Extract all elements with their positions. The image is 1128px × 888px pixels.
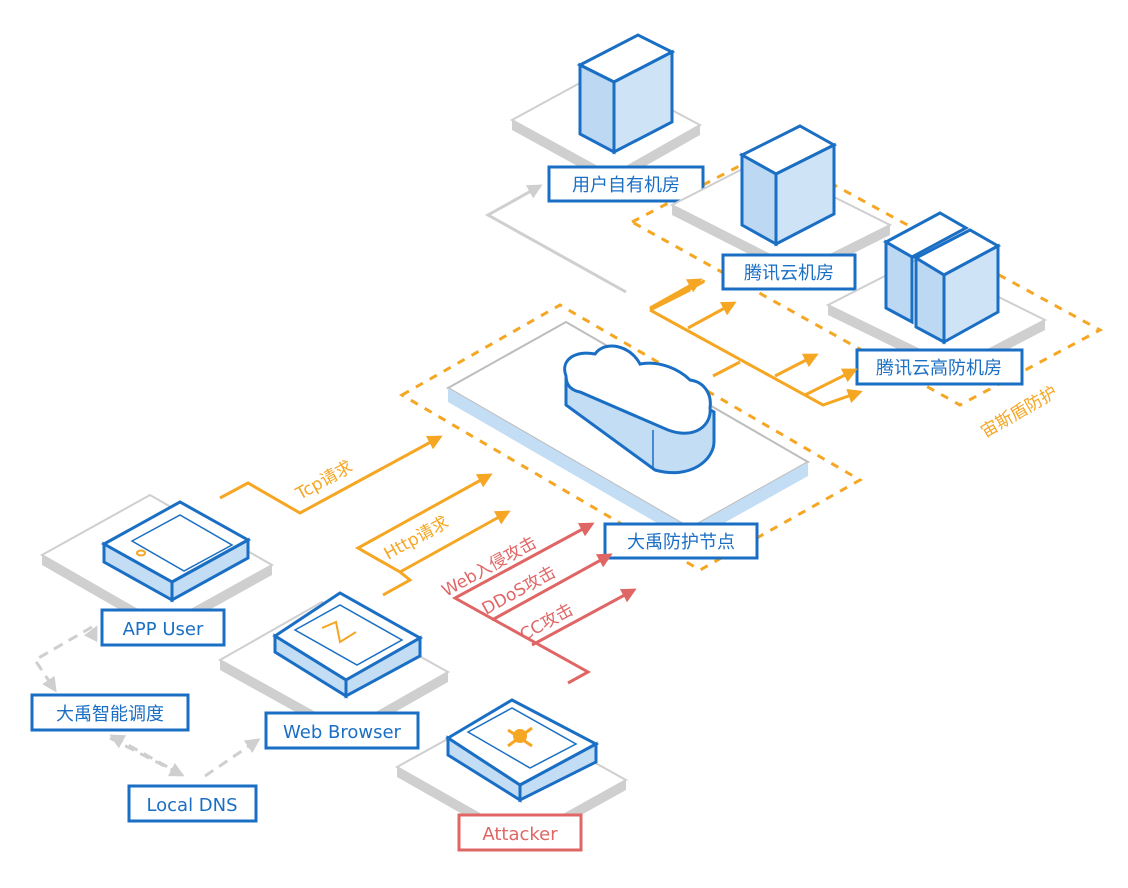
- svg-text:腾讯云机房: 腾讯云机房: [744, 263, 834, 284]
- svg-text:用户自有机房: 用户自有机房: [572, 175, 680, 196]
- svg-text:Local DNS: Local DNS: [146, 795, 237, 816]
- laptop-icon: [272, 591, 424, 699]
- attacker-label: Attacker: [457, 813, 583, 852]
- user-datacenter[interactable]: [509, 33, 703, 185]
- platform-side: [690, 462, 808, 542]
- svg-text:Http请求: Http请求: [381, 513, 453, 565]
- svg-text:APP User: APP User: [123, 619, 204, 640]
- dayu-scheduling-label: 大禹智能调度: [30, 693, 190, 732]
- app-user-label: APP User: [100, 608, 226, 647]
- forward-routes: [649, 278, 863, 407]
- tencent-cloud-datacenter-label: 腾讯云机房: [721, 253, 857, 291]
- web-browser-label: Web Browser: [264, 711, 420, 750]
- tencent-antiddos-datacenter-label: 腾讯云高防机房: [855, 348, 1024, 386]
- svg-text:腾讯云高防机房: 腾讯云高防机房: [876, 358, 1002, 379]
- user-datacenter-label: 用户自有机房: [547, 165, 705, 203]
- server-icon: [738, 124, 838, 247]
- svg-text:Attacker: Attacker: [482, 824, 558, 845]
- svg-text:Tcp请求: Tcp请求: [292, 457, 356, 505]
- dayu-protection-node-label: 大禹防护节点: [603, 522, 759, 560]
- cloud-icon: [563, 344, 716, 475]
- aegis-zone-label: 宙斯盾防护: [978, 383, 1062, 443]
- svg-text:Web Browser: Web Browser: [283, 722, 402, 743]
- dayu-protection-node[interactable]: [445, 320, 811, 542]
- tencent-antiddos-datacenter[interactable]: [825, 211, 1048, 377]
- local-dns-label: Local DNS: [127, 784, 258, 823]
- platform-side: [448, 388, 690, 542]
- server-icon: [576, 33, 676, 155]
- aegis-zone-border: [628, 148, 1104, 407]
- attacker[interactable]: [394, 698, 629, 848]
- svg-text:大禹防护节点: 大禹防护节点: [627, 532, 735, 553]
- svg-text:大禹智能调度: 大禹智能调度: [56, 704, 164, 725]
- attack-flows: [451, 522, 637, 685]
- server-cluster-icon: [882, 211, 1002, 345]
- route-to-user-datacenter: [484, 184, 627, 294]
- skull-crossbones-icon: [507, 726, 533, 748]
- tcp-request-flow: Tcp请求: [219, 435, 443, 515]
- mobile-device-icon: [100, 500, 252, 603]
- dns-scheduling-flows: [32, 625, 261, 778]
- dayu-zone-border: [399, 303, 864, 572]
